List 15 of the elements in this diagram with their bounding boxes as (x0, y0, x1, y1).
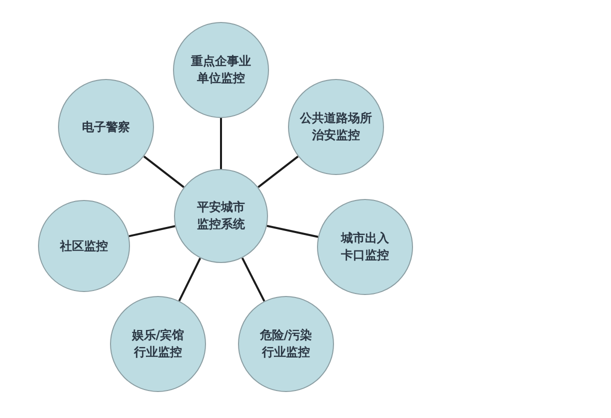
connector-line (258, 156, 299, 188)
circle-label: 娱乐/宾馆行业监控 (130, 327, 186, 361)
circle-label: 平安城市监控系统 (196, 199, 246, 233)
connector-line (241, 257, 266, 302)
connector-line (266, 224, 318, 238)
circle-label: 重点企事业单位监控 (190, 53, 252, 87)
connector-line (178, 258, 202, 302)
circle-label: 城市出入卡口监控 (340, 230, 390, 264)
circle-label: 电子警察 (81, 118, 131, 136)
connector-line (220, 118, 222, 169)
circle-label: 公共道路场所治安监控 (298, 110, 373, 144)
circle-label: 社区监控 (58, 238, 109, 254)
connector-line (128, 225, 176, 238)
circle-label: 危险/污染行业监控 (258, 327, 314, 361)
connector-line (143, 156, 184, 188)
